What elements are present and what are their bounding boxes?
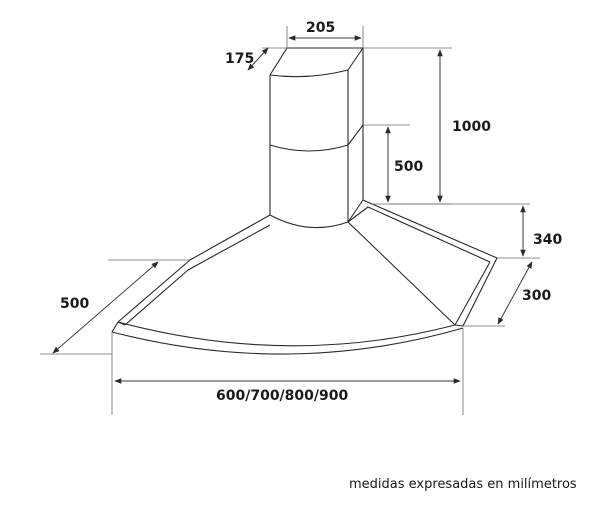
canopy-top-right-inner <box>347 206 491 263</box>
label-canopy-height: 340 <box>533 232 562 248</box>
units-note: medidas expresadas en milímetros <box>349 477 577 492</box>
label-total-height: 1000 <box>452 119 491 135</box>
label-chimney-section: 500 <box>394 159 423 175</box>
chimney-mid-joint <box>269 124 364 152</box>
dimension-labels: 205 175 1000 500 340 300 500 600/700/800… <box>60 20 562 404</box>
canopy-right-slope <box>347 221 456 326</box>
canopy-front-rim <box>117 321 456 347</box>
dim-line-500-depth <box>52 261 159 354</box>
label-chimney-depth: 175 <box>225 51 254 67</box>
label-canopy-side: 300 <box>522 288 551 304</box>
canopy-rim-left-end <box>111 321 119 333</box>
canopy-right-side <box>454 257 498 327</box>
canopy-left-slope <box>117 214 271 323</box>
chimney-left-edge <box>269 47 288 215</box>
chimney-bottom-curve <box>269 199 364 229</box>
hood-outline <box>111 47 498 355</box>
dim-line-300 <box>497 261 533 325</box>
dim-line-175 <box>247 47 269 71</box>
canopy-top-right <box>362 199 498 259</box>
label-canopy-depth: 500 <box>60 296 89 312</box>
extension-lines <box>40 26 540 415</box>
canopy-left-inner <box>124 224 271 326</box>
label-hood-width: 600/700/800/900 <box>216 388 348 404</box>
canopy-front-rim-lower <box>111 327 464 355</box>
chimney-top-curve <box>269 69 349 78</box>
label-chimney-width: 205 <box>306 20 335 36</box>
canopy-right-side-inner <box>454 261 491 326</box>
dimension-lines <box>52 35 533 384</box>
